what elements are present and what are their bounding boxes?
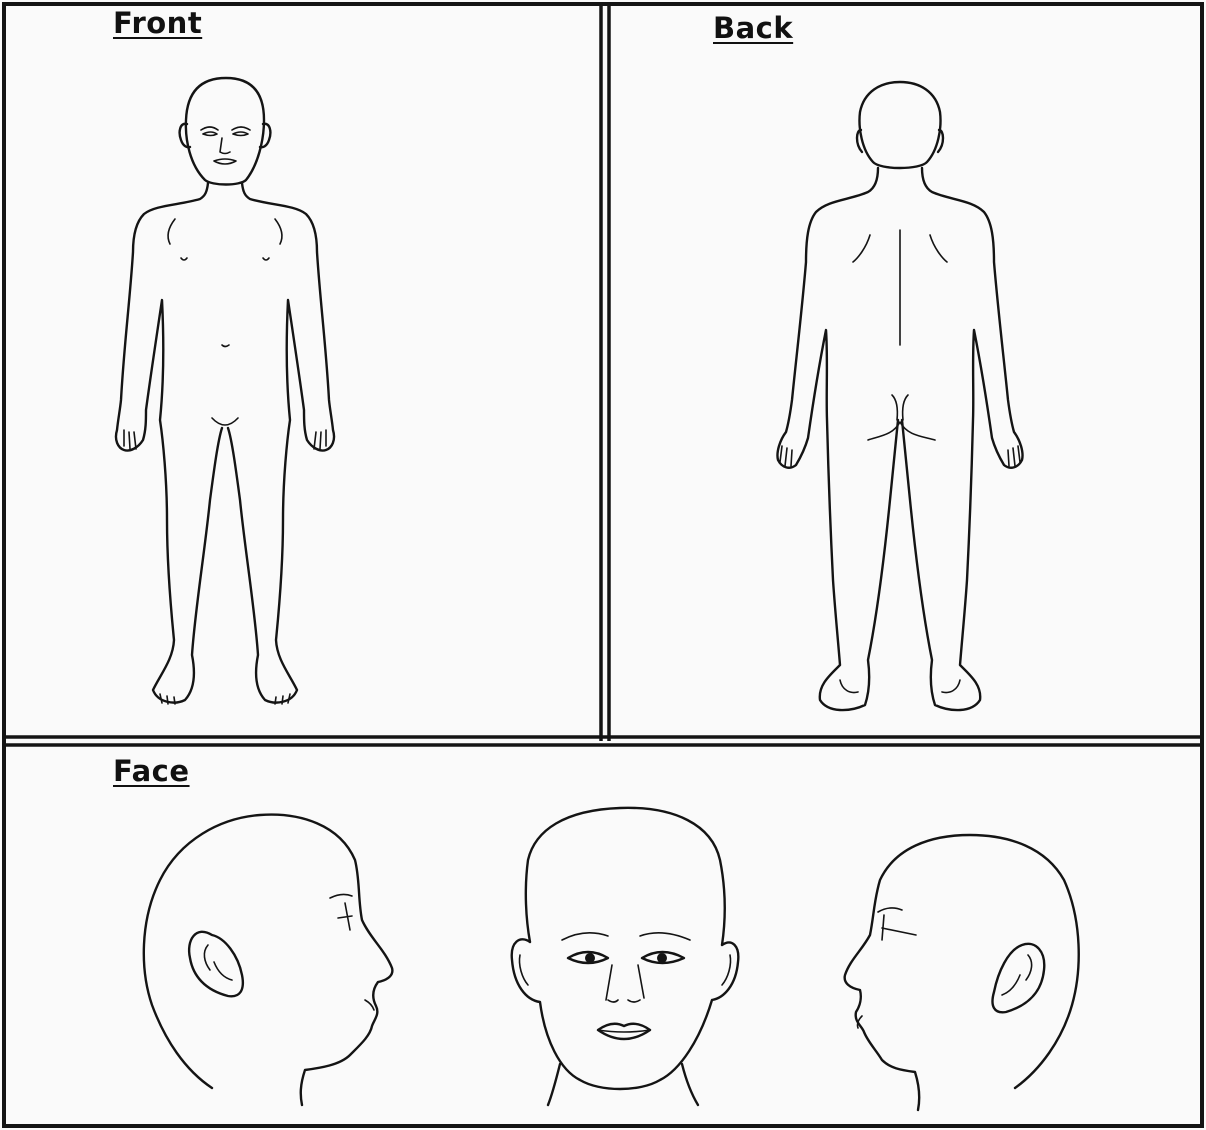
face-view-label: Face [113, 754, 190, 788]
back-body-figure [777, 82, 1022, 710]
back-view-label: Back [713, 11, 793, 45]
front-body-figure [116, 78, 334, 704]
face-profile-left-facing [845, 835, 1079, 1110]
front-view-label: Front [113, 6, 202, 40]
face-profile-right-facing [144, 815, 393, 1105]
face-frontal [512, 808, 739, 1105]
panel-frames [4, 4, 1202, 1126]
